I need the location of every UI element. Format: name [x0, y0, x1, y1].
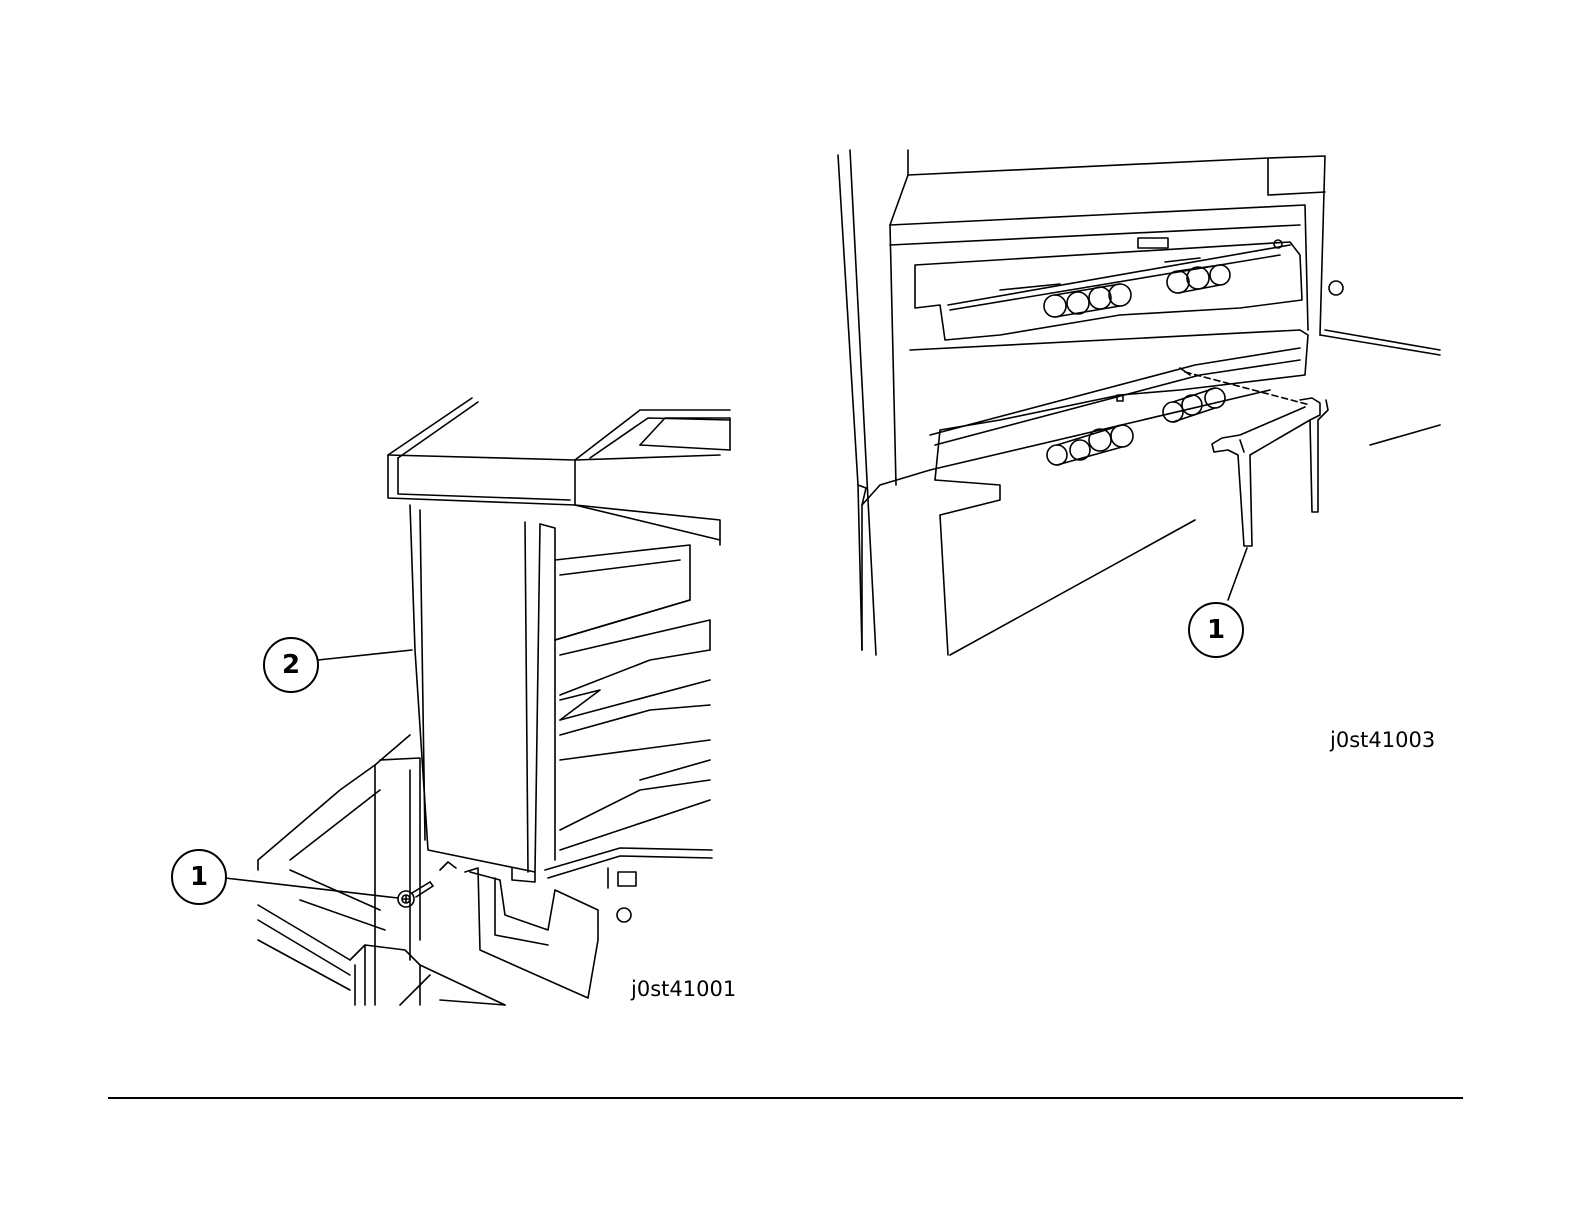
callout-1-left: 1	[171, 849, 227, 905]
callout-2-left: 2	[263, 637, 319, 693]
right-roller-assembly-illustration	[820, 140, 1460, 680]
figure-code-right: j0st41003	[1330, 728, 1435, 752]
left-cover-illustration	[150, 380, 750, 1020]
footer-divider	[108, 1097, 1463, 1099]
callout-1-right: 1	[1188, 602, 1244, 658]
figure-code-left: j0st41001	[631, 977, 736, 1001]
